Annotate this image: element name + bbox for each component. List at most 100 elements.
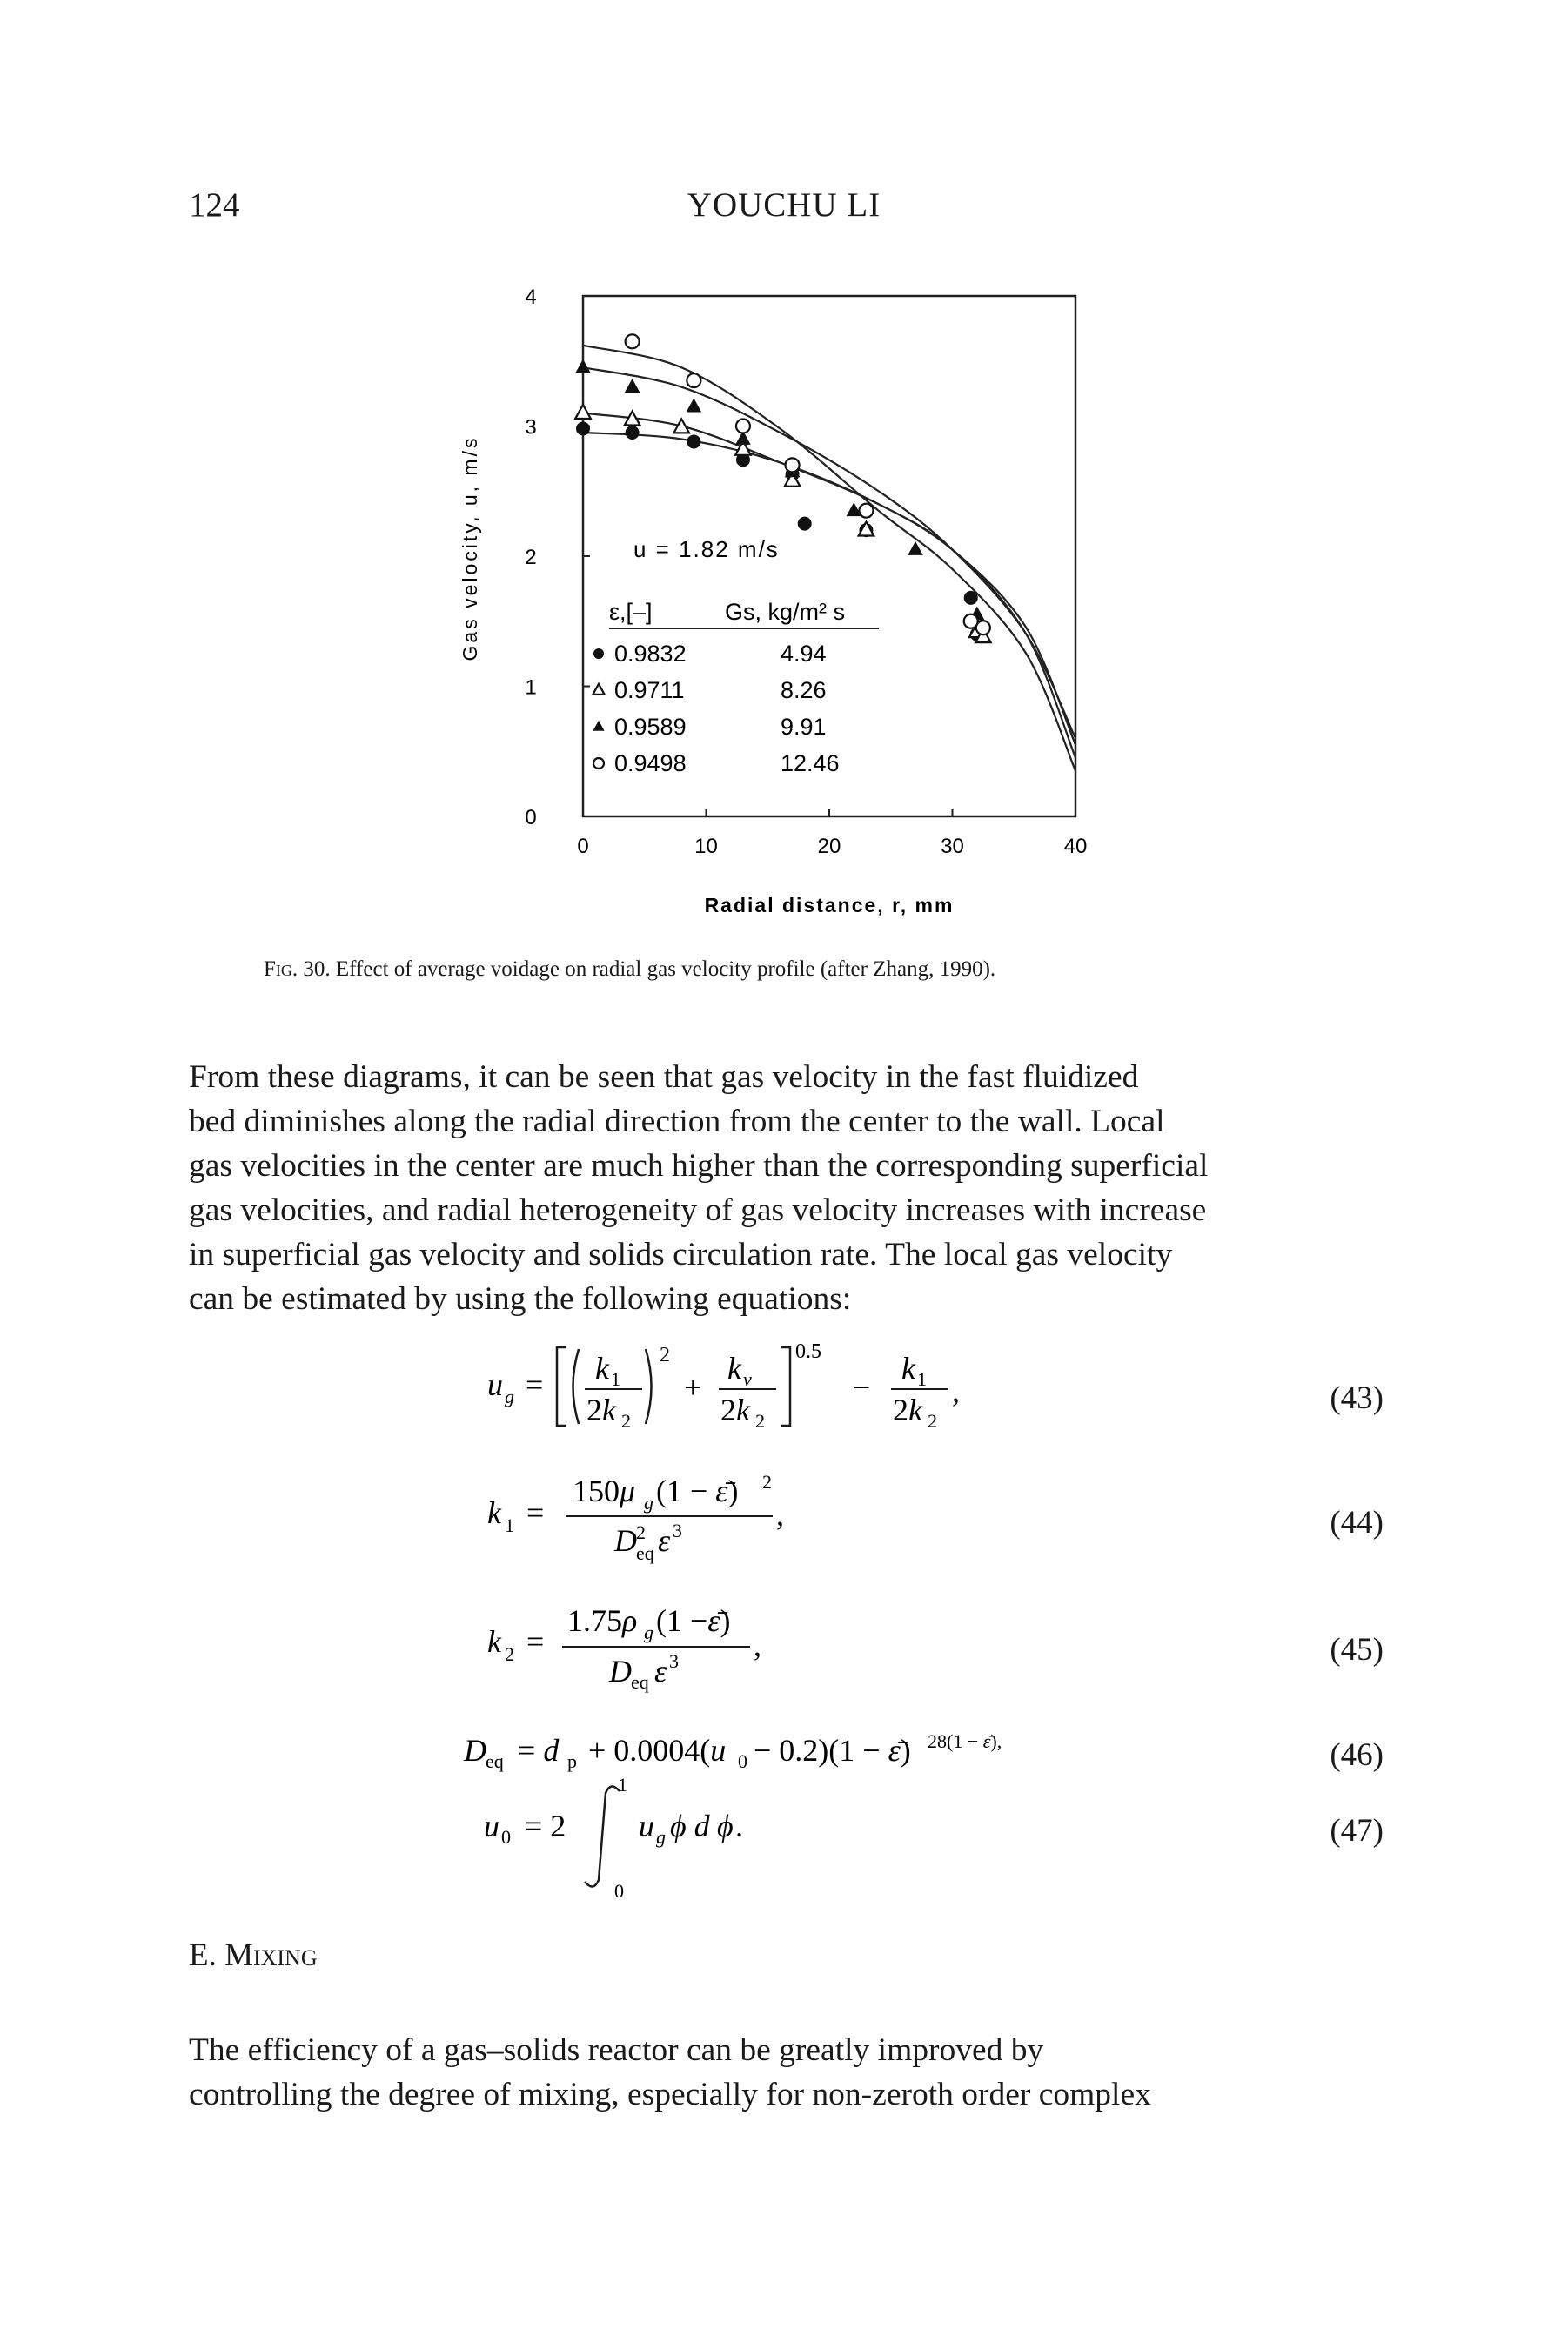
- section-heading: E. Mixing: [189, 1937, 318, 1974]
- data-point-0.9498: [975, 620, 991, 636]
- svg-text:0: 0: [738, 1750, 747, 1772]
- svg-text:1: 1: [611, 1368, 620, 1390]
- svg-text:D: D: [463, 1733, 486, 1768]
- svg-text:(1 − ε̄): (1 − ε̄): [656, 1474, 738, 1508]
- svg-text:k: k: [487, 1495, 502, 1530]
- data-point-0.9711: [622, 409, 642, 426]
- legend-flux: 12.46: [781, 750, 840, 776]
- svg-text:k: k: [901, 1351, 916, 1386]
- svg-text:2: 2: [636, 1521, 646, 1543]
- svg-text:28(1 − ε̄),: 28(1 − ε̄),: [928, 1730, 1002, 1752]
- caption-text: Effect of average voidage on radial gas …: [335, 957, 996, 981]
- data-point-0.9589: [908, 540, 923, 555]
- y-tick-label: 1: [525, 676, 536, 700]
- data-point-0.9832: [625, 425, 640, 440]
- body-paragraph-2: The efficiency of a gas–solids reactor c…: [189, 2028, 1379, 2117]
- svg-text:,: ,: [952, 1373, 960, 1408]
- svg-text:k: k: [487, 1624, 502, 1659]
- svg-text:−: −: [853, 1370, 870, 1405]
- svg-text:g: g: [505, 1386, 514, 1407]
- body-paragraph: From these diagrams, it can be seen that…: [189, 1055, 1379, 1321]
- svg-text:=: =: [526, 1495, 544, 1530]
- running-title: YOUCHU LI: [687, 186, 881, 224]
- svg-text:D: D: [613, 1523, 637, 1558]
- svg-text:1: 1: [618, 1774, 627, 1796]
- svg-text:u: u: [487, 1367, 503, 1402]
- svg-text:ε: ε: [658, 1523, 671, 1558]
- svg-text:2: 2: [755, 1410, 765, 1432]
- data-point-0.9498: [624, 333, 640, 350]
- data-point-0.9589: [686, 398, 702, 413]
- fit-curves: [582, 344, 1077, 772]
- svg-text:(1 −ε̄): (1 −ε̄): [656, 1603, 730, 1638]
- svg-text:3: 3: [669, 1650, 679, 1672]
- svg-text:0: 0: [501, 1826, 511, 1848]
- legend-flux: 8.26: [781, 677, 827, 703]
- y-tick-label: 2: [525, 546, 536, 569]
- svg-text:+: +: [684, 1370, 701, 1405]
- svg-text:= d: = d: [518, 1733, 560, 1768]
- x-tick-label: 0: [577, 835, 588, 858]
- legend-voidage: 0.9498: [614, 750, 687, 776]
- svg-text:0: 0: [614, 1880, 624, 1897]
- data-point-0.9832: [576, 421, 590, 436]
- svg-text:u: u: [639, 1809, 654, 1843]
- velocity-annotation: u = 1.82 m/s: [633, 536, 780, 562]
- svg-text:eq: eq: [631, 1671, 649, 1693]
- data-point-0.9832: [735, 453, 750, 467]
- x-tick-label: 30: [941, 835, 964, 858]
- svg-text:eq: eq: [486, 1750, 504, 1772]
- data-point-0.9589: [575, 359, 591, 373]
- data-point-0.9832: [797, 516, 812, 531]
- equation-number-44: (44): [1330, 1505, 1384, 1541]
- svg-text:=: =: [526, 1367, 543, 1402]
- svg-text:= 2: = 2: [525, 1809, 566, 1843]
- svg-text:− 0.2)(1 − ε̄): − 0.2)(1 − ε̄): [754, 1733, 911, 1768]
- x-axis-label: Radial distance, r, mm: [705, 894, 955, 916]
- svg-text:3: 3: [673, 1520, 682, 1541]
- equation-number-43: (43): [1330, 1380, 1384, 1416]
- data-point-0.9711: [734, 439, 753, 456]
- paragraph-line: gas velocities, and radial heterogeneity…: [189, 1192, 1207, 1228]
- svg-text:ϕ d: ϕ d: [670, 1809, 711, 1843]
- svg-text:0.5: 0.5: [795, 1340, 821, 1363]
- svg-text:2k: 2k: [720, 1393, 751, 1427]
- svg-text:+ 0.0004(u: + 0.0004(u: [588, 1733, 726, 1768]
- data-point-0.9498: [858, 502, 874, 519]
- equation-number-45: (45): [1330, 1632, 1384, 1668]
- paragraph-line: The efficiency of a gas–solids reactor c…: [189, 2032, 1044, 2068]
- svg-text:2: 2: [762, 1471, 772, 1493]
- svg-text:,: ,: [776, 1497, 784, 1532]
- paragraph-line: controlling the degree of mixing, especi…: [189, 2077, 1151, 2112]
- svg-text:k: k: [727, 1351, 742, 1386]
- caption-label: Fig. 30.: [264, 957, 331, 981]
- legend-voidage: 0.9832: [614, 641, 687, 667]
- data-point-0.9498: [784, 457, 801, 473]
- data-point-0.9589: [735, 430, 751, 445]
- y-tick-label: 0: [525, 806, 536, 829]
- y-tick-label: 4: [525, 285, 536, 309]
- svg-text:2: 2: [660, 1344, 670, 1366]
- paragraph-line: can be estimated by using the following …: [189, 1281, 852, 1317]
- svg-text:2k: 2k: [893, 1393, 923, 1427]
- x-tick-label: 10: [694, 835, 718, 858]
- legend-marker: [593, 648, 604, 659]
- data-point-0.9711: [672, 417, 691, 434]
- data-point-0.9711: [856, 520, 876, 537]
- figure-caption: Fig. 30. Effect of average voidage on ra…: [264, 957, 1395, 982]
- data-point-0.9832: [687, 434, 701, 449]
- data-point-0.9498: [962, 613, 979, 629]
- x-tick-label: 20: [818, 835, 841, 858]
- y-axis-label: Gas velocity, u, m/s: [459, 436, 481, 661]
- svg-text:k: k: [595, 1351, 610, 1386]
- svg-text:1: 1: [505, 1514, 514, 1536]
- paragraph-line: bed diminishes along the radial directio…: [189, 1104, 1165, 1139]
- svg-text:2: 2: [505, 1643, 514, 1665]
- data-point-0.9498: [686, 373, 702, 389]
